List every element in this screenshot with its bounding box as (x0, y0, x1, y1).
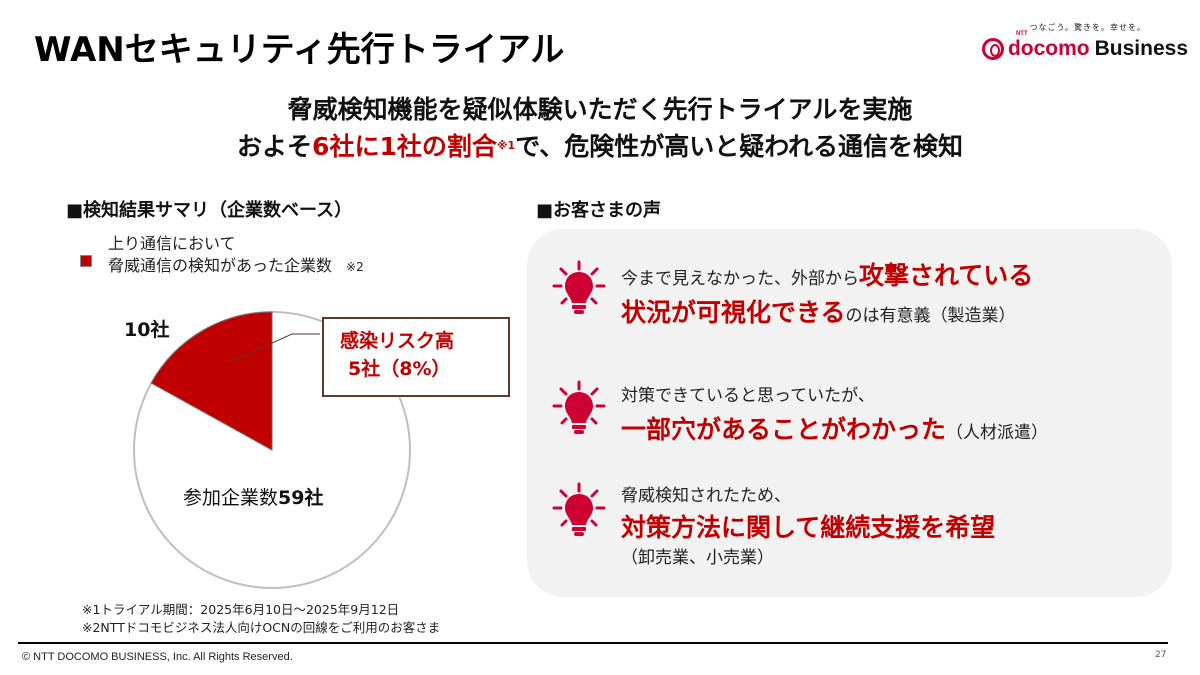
page-title: WANセキュリティ先行トライアル (34, 30, 565, 70)
legend-swatch-red (80, 254, 92, 267)
footnotes: ※1トライアル期間：2025年6月10日～2025年9月12日 ※2NTTドコモ… (82, 601, 440, 637)
logo-ntt: NTT (1015, 31, 1028, 37)
voice-text: 脅威検知されたため、 対策方法に関して継続支援を希望 （卸売業、小売業） (621, 486, 996, 568)
legend-line2: 脅威通信の検知があった企業数※2 (108, 256, 364, 275)
headline-footnote-ref: ※1 (496, 139, 516, 152)
headline: 脅威検知機能を疑似体験いただく先行トライアルを実施 およそ6社に1社の割合※1で… (0, 92, 1200, 165)
voice-highlight: 攻撃されている (859, 261, 1034, 290)
pie-slice-detected (150, 311, 273, 451)
legend-note: ※2 (346, 260, 364, 274)
headline-line2: およそ6社に1社の割合※1で、危険性が高いと疑われる通信を検知 (0, 128, 1200, 165)
lightbulb-icon (552, 380, 606, 434)
lightbulb-icon (552, 482, 606, 536)
footnote-1: ※1トライアル期間：2025年6月10日～2025年9月12日 (82, 602, 400, 617)
legend-text: 上り通信において 脅威通信の検知があった企業数※2 (108, 233, 364, 278)
voice-highlight: 対策方法に関して継続支援を希望 (621, 513, 996, 542)
logo-docomo: NTT docomo (1007, 31, 1090, 61)
docomo-business-logo: つなごう。驚きを。幸せを。 NTT docomo Business (958, 22, 1188, 61)
voice-highlight: 状況が可視化できる (621, 298, 846, 327)
voice-text: 今まで見えなかった、外部から攻撃されている 状況が可視化できるのは有意義（製造業… (621, 261, 1034, 327)
voice-item: 今まで見えなかった、外部から攻撃されている 状況が可視化できるのは有意義（製造業… (527, 259, 1033, 333)
voice-text: 対策できていると思っていたが、 一部穴があることがわかった（人材派遣） (621, 386, 1049, 444)
callout-line2: 5社（8%） (348, 358, 451, 380)
headline-highlight: 6社に1社の割合 (312, 132, 497, 161)
copyright: © NTT DOCOMO BUSINESS, Inc. All Rights R… (22, 651, 293, 663)
footnote-2: ※2NTTドコモビジネス法人向けOCNの回線をご利用のお客さま (82, 620, 441, 635)
lightbulb-icon (552, 260, 606, 314)
callout-line1: 感染リスク高 (340, 330, 455, 352)
logo-docomo-text: docomo (1007, 37, 1090, 60)
footer-divider (18, 642, 1168, 644)
infection-risk-callout: 感染リスク高 5社（8%） (322, 317, 510, 397)
total-count-label: 参加企業数59社 (183, 487, 324, 509)
summary-section-title: ■検知結果サマリ（企業数ベース） (66, 200, 353, 221)
detected-count-label: 10社 (124, 319, 170, 341)
logo-brand: NTT docomo Business (958, 31, 1188, 61)
voice-highlight: 一部穴があることがわかった (621, 415, 947, 444)
voices-section-title: ■お客さまの声 (536, 200, 662, 221)
chart-legend: 上り通信において 脅威通信の検知があった企業数※2 (80, 233, 364, 278)
page-number: 27 (1155, 650, 1167, 660)
headline-line1: 脅威検知機能を疑似体験いただく先行トライアルを実施 (287, 95, 913, 124)
customer-voices-panel: 今まで見えなかった、外部から攻撃されている 状況が可視化できるのは有意義（製造業… (527, 229, 1172, 597)
headline-line2-prefix: およそ (237, 132, 313, 161)
headline-line2-suffix: で、危険性が高いと疑われる通信を検知 (515, 132, 963, 161)
logo-tagline: つなごう。驚きを。幸せを。 (1029, 23, 1146, 32)
voice-item: 脅威検知されたため、 対策方法に関して継続支援を希望 （卸売業、小売業） (527, 481, 995, 574)
logo-business: Business (1094, 37, 1188, 60)
voice-item: 対策できていると思っていたが、 一部穴があることがわかった（人材派遣） (527, 379, 1048, 450)
docomo-mark-icon (981, 38, 1004, 60)
legend-line1: 上り通信において (108, 234, 236, 253)
callout-leader-line (229, 333, 320, 363)
